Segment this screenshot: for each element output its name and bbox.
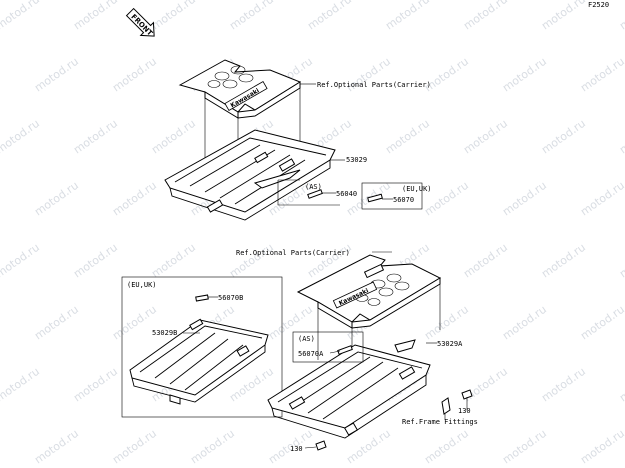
frame-fitting	[441, 397, 451, 415]
carrier-53029	[164, 129, 336, 221]
watermark-text: motod.ru	[149, 0, 198, 32]
carrier-53029B	[129, 318, 269, 405]
label-ref-optional-mid: Ref.Optional Parts(Carrier)	[236, 249, 350, 257]
watermark-text: motod.ru	[227, 365, 276, 405]
eu-uk-box	[121, 276, 283, 418]
watermark-text: motod.ru	[188, 427, 237, 467]
watermark-text: motod.ru	[0, 117, 42, 157]
sticker-56070	[367, 193, 383, 203]
watermark-text: motod.ru	[617, 117, 625, 157]
watermark-text: motod.ru	[617, 241, 625, 281]
watermark-text: motod.ru	[500, 427, 549, 467]
label-ref-frame-fittings: Ref.Frame Fittings	[402, 418, 478, 426]
watermark-text: motod.ru	[71, 241, 120, 281]
watermark-text: motod.ru	[578, 55, 625, 95]
top-optional-carrier: Kawasaki	[178, 59, 302, 119]
sticker-56070B	[195, 294, 209, 302]
watermark-text: motod.ru	[227, 241, 276, 281]
watermark-text: motod.ru	[0, 241, 42, 281]
watermark-text: motod.ru	[461, 117, 510, 157]
watermark-text: motod.ru	[71, 365, 120, 405]
watermark-text: motod.ru	[0, 365, 42, 405]
watermark-text: motod.ru	[578, 303, 625, 343]
watermark-text: motod.ru	[0, 0, 42, 32]
label-56070A: 56070A	[298, 350, 324, 358]
label-130-a: 130	[458, 407, 471, 415]
watermark-text: motod.ru	[32, 427, 81, 467]
label-56070B: 56070B	[218, 294, 243, 302]
carrier-53029A	[267, 339, 431, 439]
tag-eu-uk-1: (EU,UK)	[402, 185, 432, 193]
sticker-56070A	[337, 345, 353, 355]
sticker-56040	[307, 189, 323, 199]
label-53029A: 53029A	[437, 340, 463, 348]
watermark-text: motod.ru	[32, 55, 81, 95]
watermark-text: motod.ru	[149, 241, 198, 281]
label-ref-optional-top: Ref.Optional Parts(Carrier)	[317, 81, 431, 89]
as-box-2	[292, 331, 364, 363]
tag-as-1: (AS)	[305, 183, 322, 191]
label-56040: 56040	[336, 190, 357, 198]
watermark-text: motod.ru	[32, 303, 81, 343]
watermark-text: motod.ru	[578, 179, 625, 219]
bolt-130-b	[315, 440, 327, 451]
watermark-text: motod.ru	[305, 0, 354, 32]
figure-code: F2520	[588, 1, 609, 9]
watermark-text: motod.ru	[500, 303, 549, 343]
watermark-text: motod.ru	[32, 179, 81, 219]
watermark-text: motod.ru	[71, 117, 120, 157]
label-53029: 53029	[346, 156, 367, 164]
watermark-text: motod.ru	[383, 117, 432, 157]
watermark-text: motod.ru	[539, 365, 588, 405]
watermark-text: motod.ru	[461, 365, 510, 405]
watermark-text: motod.ru	[539, 241, 588, 281]
tag-eu-uk-2: (EU,UK)	[127, 281, 157, 289]
label-53029B: 53029B	[152, 329, 177, 337]
watermark-text: motod.ru	[149, 117, 198, 157]
watermark-text: motod.ru	[422, 427, 471, 467]
watermark-text: motod.ru	[110, 55, 159, 95]
watermark-text: motod.ru	[227, 0, 276, 32]
watermark-text: motod.ru	[422, 303, 471, 343]
watermark-text: motod.ru	[617, 365, 625, 405]
watermark-text: motod.ru	[578, 427, 625, 467]
watermark-text: motod.ru	[500, 55, 549, 95]
label-130-b: 130	[290, 445, 303, 453]
watermark-text: motod.ru	[500, 179, 549, 219]
watermark-text: motod.ru	[461, 0, 510, 32]
watermark-text: motod.ru	[539, 0, 588, 32]
watermark-text: motod.ru	[110, 427, 159, 467]
label-56070: 56070	[393, 196, 414, 204]
mid-optional-carrier: Kawasaki	[296, 254, 442, 329]
watermark-text: motod.ru	[617, 0, 625, 32]
watermark-text: motod.ru	[110, 179, 159, 219]
watermark-text: motod.ru	[461, 241, 510, 281]
watermark-text: motod.ru	[539, 117, 588, 157]
watermark-text: motod.ru	[71, 0, 120, 32]
bolt-130-a	[461, 389, 473, 405]
tag-as-2: (AS)	[298, 335, 315, 343]
watermark-text: motod.ru	[383, 0, 432, 32]
